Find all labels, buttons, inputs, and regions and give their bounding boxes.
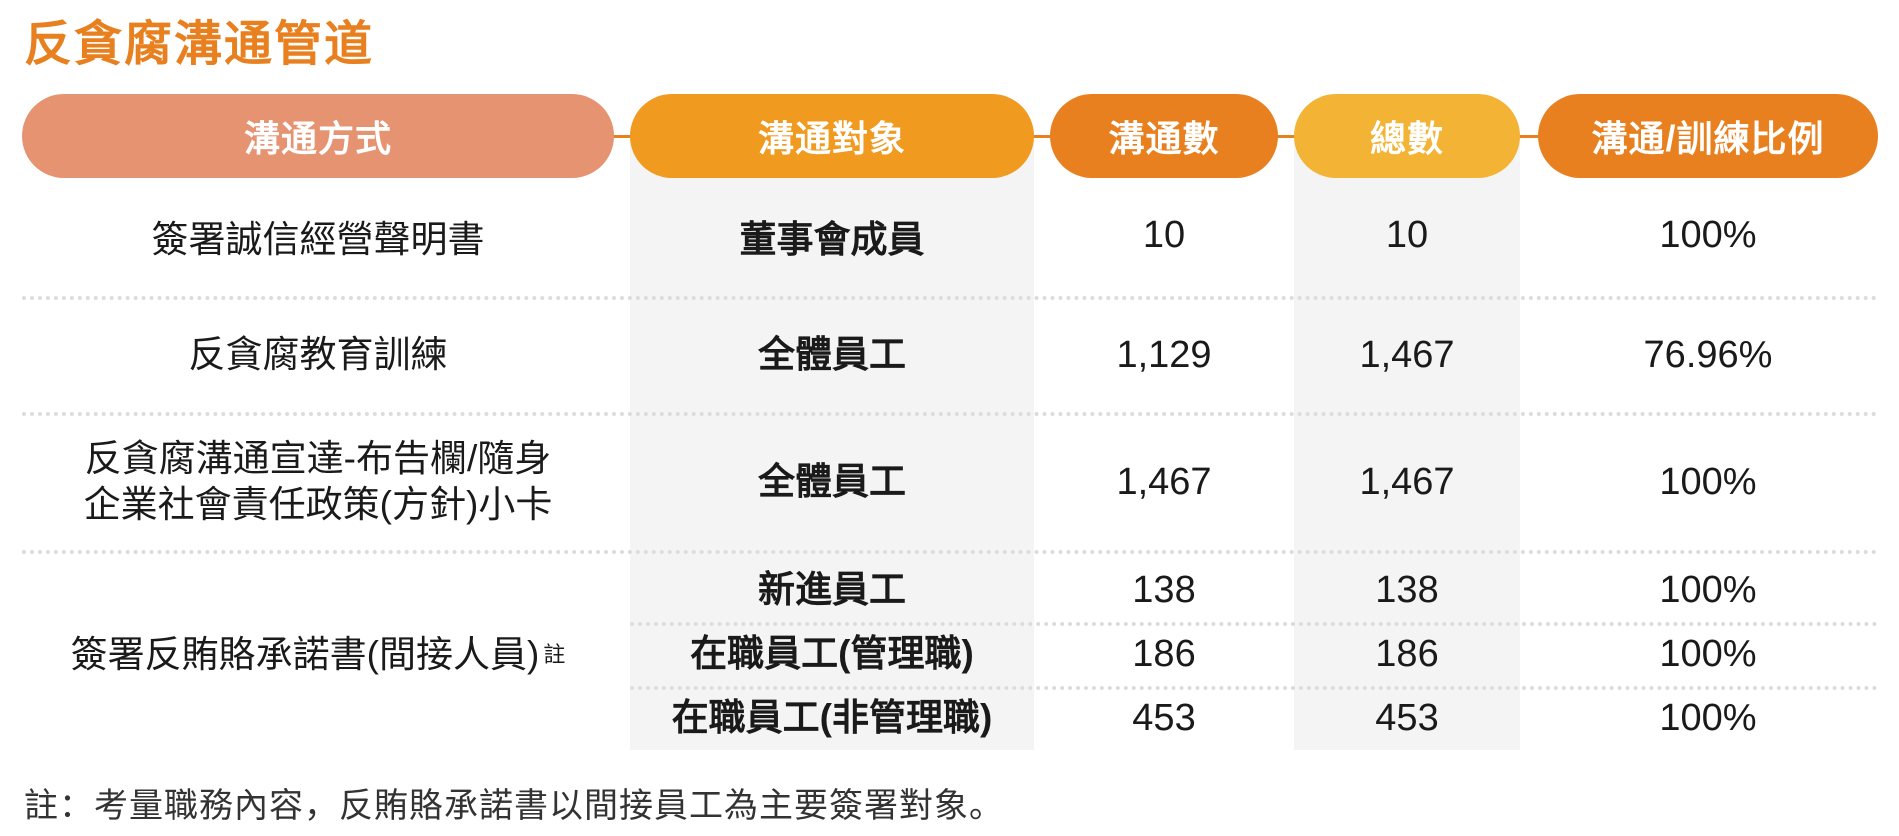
row1-total: 10 [1385, 214, 1429, 256]
subrow-divider [630, 686, 1878, 690]
header-method: 溝通方式 [22, 94, 614, 178]
target-column-background [630, 140, 1034, 750]
row4-method-text: 簽署反賄賂承諾書(間接人員) [70, 634, 540, 675]
row-divider [22, 296, 1878, 300]
row2-method: 反貪腐教育訓練 [188, 334, 448, 375]
row2-ratio: 76.96% [1643, 334, 1773, 376]
row3-total: 1,467 [1359, 461, 1455, 503]
row4-sub2-count: 186 [1132, 633, 1196, 675]
row1-target: 董事會成員 [739, 219, 925, 260]
row2-target: 全體員工 [758, 334, 906, 375]
header-total: 總數 [1294, 94, 1520, 178]
subrow-divider [630, 622, 1878, 626]
row1-ratio: 100% [1659, 214, 1757, 256]
row3-method-line1: 反貪腐溝通宣達-布告欄/隨身 [84, 438, 552, 479]
row2-total: 1,467 [1359, 334, 1455, 376]
row2-count: 1,129 [1116, 334, 1212, 376]
row1-method: 簽署誠信經營聲明書 [151, 219, 485, 260]
footnote-mark: 註 [543, 642, 566, 667]
row-divider [22, 412, 1878, 416]
row4-sub3-count: 453 [1132, 697, 1196, 739]
total-column-background [1294, 140, 1520, 750]
row4-sub2-target: 在職員工(管理職) [690, 633, 974, 674]
row3-ratio: 100% [1659, 461, 1757, 503]
row-divider [22, 550, 1878, 554]
row3-count: 1,467 [1116, 461, 1212, 503]
row4-sub3-total: 453 [1375, 697, 1439, 739]
row4-sub2-total: 186 [1375, 633, 1439, 675]
row4-sub1-ratio: 100% [1659, 569, 1757, 611]
row3-method-line2: 企業社會責任政策(方針)小卡 [83, 484, 553, 525]
row4-sub1-target: 新進員工 [758, 569, 906, 610]
row4-sub1-count: 138 [1132, 569, 1196, 611]
row4-sub2-ratio: 100% [1659, 633, 1757, 675]
row4-method: 簽署反賄賂承諾書(間接人員)註 [22, 620, 614, 690]
header-count: 溝通數 [1050, 94, 1278, 178]
row3-target: 全體員工 [758, 461, 906, 502]
footnote: 註：考量職務內容，反賄賂承諾書以間接員工為主要簽署對象。 [24, 787, 1004, 825]
page-title: 反貪腐溝通管道 [24, 18, 375, 71]
row3-method: 反貪腐溝通宣達-布告欄/隨身 企業社會責任政策(方針)小卡 [22, 432, 614, 532]
row1-count: 10 [1142, 214, 1186, 256]
row4-sub3-ratio: 100% [1659, 697, 1757, 739]
header-ratio: 溝通/訓練比例 [1538, 94, 1878, 178]
row4-sub1-total: 138 [1375, 569, 1439, 611]
header-target: 溝通對象 [630, 94, 1034, 178]
row4-sub3-target: 在職員工(非管理職) [671, 697, 993, 738]
